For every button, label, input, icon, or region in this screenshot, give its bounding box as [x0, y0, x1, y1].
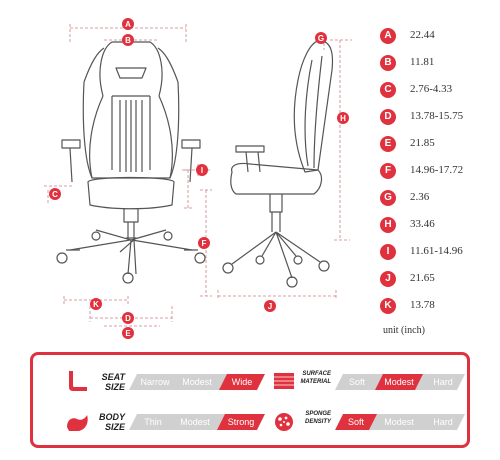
- dim-letter-b: B: [125, 36, 131, 45]
- surface-material-option-soft: Soft: [348, 377, 365, 387]
- legend-badge: J: [380, 271, 396, 287]
- body-size-option-modest: Modest: [180, 417, 210, 427]
- surface-material-option-modest: Modest: [375, 374, 423, 390]
- seat-size-label-line1: SEAT: [101, 372, 125, 382]
- surface-material-icon: [274, 373, 294, 389]
- dim-letter-j: J: [268, 302, 272, 311]
- dim-letter-c: C: [52, 190, 58, 199]
- sponge-density-label-line1: SPONGE: [305, 411, 331, 417]
- body-size-option-strong: Strong: [217, 414, 265, 430]
- seat-size-option-narrow: Narrow: [140, 377, 170, 387]
- dim-letter-h: H: [340, 114, 346, 123]
- legend-row-g: G 2.36: [380, 190, 498, 206]
- surface-material-bar: Soft Modest Hard: [335, 374, 465, 390]
- chair-drawing: A B C D E F G H I J K: [44, 18, 352, 339]
- body-size-label-line1: BODY: [98, 412, 125, 422]
- seat-size-option-wide: Wide: [219, 374, 265, 390]
- legend-row-b: B 11.81: [380, 55, 498, 71]
- legend-badge: I: [380, 244, 396, 260]
- legend-value: 2.36: [410, 191, 430, 203]
- legend-badge: D: [380, 109, 396, 125]
- legend-value: 11.61-14.96: [410, 245, 463, 257]
- legend-value: 33.46: [410, 218, 435, 230]
- legend-badge: A: [380, 28, 396, 44]
- sponge-density-label-line2: DENSITY: [304, 418, 331, 425]
- dim-letter-i: I: [201, 166, 203, 175]
- dim-letter-k: K: [93, 300, 99, 309]
- sponge-density-option-modest: Modest: [384, 417, 414, 427]
- sponge-density-bar: Soft Modest Hard: [335, 414, 465, 430]
- sponge-density-icon: [275, 413, 293, 431]
- seat-size-option-modest: Modest: [182, 377, 212, 387]
- seat-size-label-line2: SIZE: [104, 382, 125, 392]
- sponge-density-option-soft: Soft: [335, 414, 377, 430]
- legend-value: 22.44: [410, 29, 435, 41]
- legend-badge: K: [380, 298, 396, 314]
- legend-value: 21.85: [410, 137, 435, 149]
- dim-letter-d: D: [125, 314, 131, 323]
- seat-icon: [69, 371, 87, 391]
- body-size-bar: Thin Modest Strong: [129, 414, 265, 430]
- dim-letter-f: F: [202, 239, 207, 248]
- legend-row-f: F 14.96-17.72: [380, 163, 498, 179]
- legend-badge: F: [380, 163, 396, 179]
- dim-letter-g: G: [318, 34, 324, 43]
- legend-value: 2.76-4.33: [410, 83, 453, 95]
- legend-row-h: H 33.46: [380, 217, 498, 233]
- dimension-lines: [44, 24, 352, 327]
- legend-value: 13.78: [410, 299, 435, 311]
- body-size-option-thin: Thin: [144, 417, 162, 427]
- legend-badge: B: [380, 55, 396, 71]
- legend-badge: G: [380, 190, 396, 206]
- legend-row-k: K 13.78: [380, 298, 498, 314]
- legend-row-i: I 11.61-14.96: [380, 244, 498, 260]
- body-icon: [67, 415, 88, 431]
- seat-size-bar: Narrow Modest Wide: [129, 374, 265, 390]
- dimension-markers: A B C D E F G H I J K: [49, 18, 349, 339]
- legend-row-c: C 2.76-4.33: [380, 82, 498, 98]
- surface-material-label-line1: SURFACE: [302, 371, 331, 377]
- legend-value: 13.78-15.75: [410, 110, 464, 122]
- legend-row-j: J 21.65: [380, 271, 498, 287]
- legend-row-e: E 21.85: [380, 136, 498, 152]
- legend-badge: H: [380, 217, 396, 233]
- legend-badge: E: [380, 136, 396, 152]
- legend-row-d: D 13.78-15.75: [380, 109, 498, 125]
- body-size-label-line2: SIZE: [104, 422, 125, 432]
- surface-material-label-line2: MATERIAL: [300, 378, 331, 385]
- legend-row-a: A 22.44: [380, 28, 498, 44]
- legend-value: 11.81: [410, 56, 435, 68]
- surface-material-option-hard: Hard: [433, 377, 453, 387]
- dim-letter-e: E: [125, 329, 131, 338]
- front-view-chair: [56, 41, 206, 284]
- unit-note: unit (inch): [383, 325, 425, 336]
- legend-badge: C: [380, 82, 396, 98]
- dim-letter-a: A: [125, 20, 131, 29]
- side-view-chair: [222, 39, 334, 288]
- legend-value: 21.65: [410, 272, 435, 284]
- sponge-density-option-hard: Hard: [433, 417, 453, 427]
- legend-value: 14.96-17.72: [410, 164, 464, 176]
